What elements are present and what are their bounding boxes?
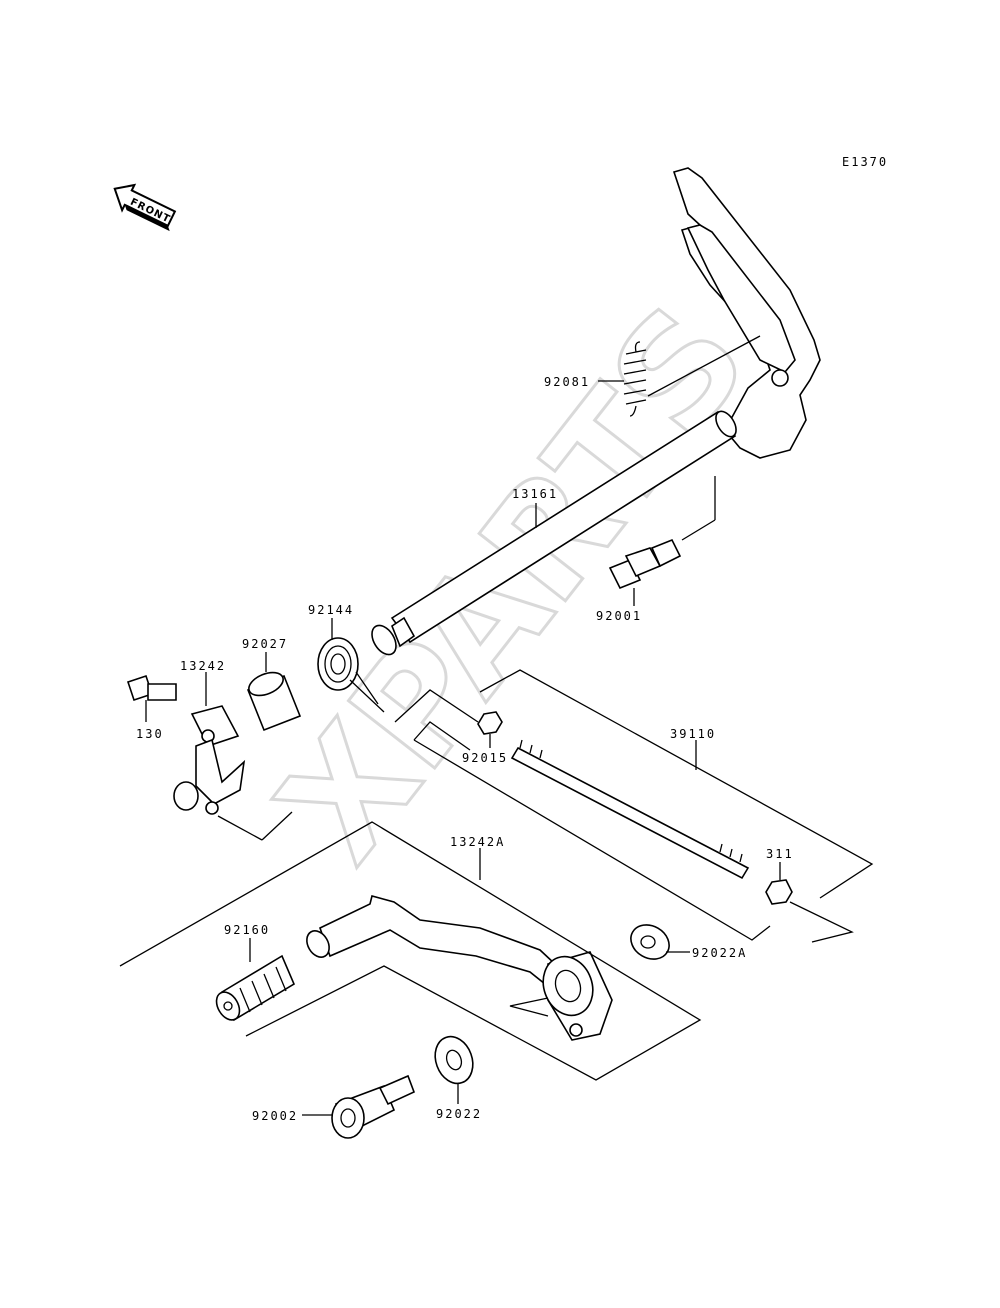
washer-92022: [434, 1035, 474, 1085]
label-130: 130: [136, 727, 164, 741]
shift-pedal-13242A: [306, 895, 613, 1041]
label-92002: 92002: [252, 1109, 298, 1123]
label-13161: 13161: [512, 487, 558, 501]
nut-311: [765, 879, 793, 905]
label-92081: 92081: [544, 375, 590, 389]
label-92022A: 92022A: [692, 946, 747, 960]
front-arrow-icon: FRONT: [113, 183, 177, 232]
diagram-code: E1370: [842, 155, 888, 169]
spring-92081: [623, 341, 647, 417]
shift-shaft-13161: [371, 410, 737, 656]
spring-92144: [317, 637, 385, 713]
label-39110: 39110: [670, 727, 716, 741]
nut-92015: [477, 711, 503, 735]
pivot-bolt-92002: [331, 1074, 416, 1139]
bolt-92001: [608, 538, 682, 590]
rubber-92160: [215, 954, 296, 1022]
lever-13242: [173, 705, 246, 815]
label-92027: 92027: [242, 637, 288, 651]
washer-92022A: [630, 924, 670, 960]
label-311: 311: [766, 847, 794, 861]
collar-92027: [246, 671, 302, 732]
label-92015: 92015: [462, 751, 508, 765]
label-92144: 92144: [308, 603, 354, 617]
label-92160: 92160: [224, 923, 270, 937]
label-13242: 13242: [180, 659, 226, 673]
tie-rod-39110: [510, 739, 750, 880]
bolt-130: [126, 674, 177, 702]
label-92001: 92001: [596, 609, 642, 623]
label-13242A: 13242A: [450, 835, 505, 849]
shift-fork: [672, 167, 821, 459]
label-92022: 92022: [436, 1107, 482, 1121]
